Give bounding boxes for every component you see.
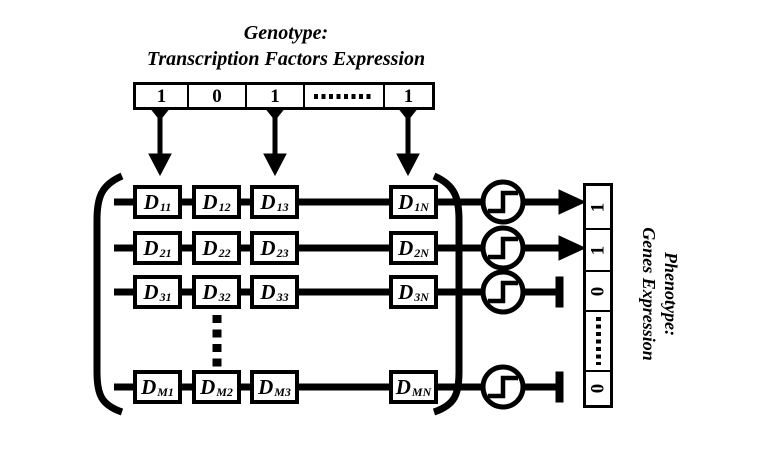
row-m-wiring — [114, 364, 564, 410]
phenotype-vector: 1 1 0 0 — [583, 183, 613, 408]
row-2-wiring — [114, 225, 587, 271]
genotype-cell-3: 1 — [245, 85, 303, 107]
d-subscript: 12 — [218, 199, 231, 214]
genotype-cell-2: 0 — [187, 85, 245, 107]
phenotype-cell-2: 1 — [586, 228, 610, 270]
row-1-wiring — [114, 179, 587, 225]
d-subscript: 22 — [218, 245, 231, 260]
genotype-cell-ellipsis — [303, 85, 383, 107]
step-function-icon — [488, 375, 518, 399]
genotype-title-line1: Genotype: — [243, 22, 329, 44]
d-subscript: 3N — [414, 289, 429, 304]
matrix-right-paren — [432, 172, 463, 416]
d-letter: D — [260, 279, 276, 304]
vertical-ellipsis-icon — [595, 317, 601, 365]
d-subscript: 21 — [159, 245, 172, 260]
d-letter: D — [202, 189, 218, 214]
d-letter: D — [260, 235, 276, 260]
phenotype-cell-value: 0 — [587, 383, 609, 394]
d-subscript: 23 — [276, 245, 289, 260]
activation-arrow-icon — [558, 189, 587, 215]
d-letter: D — [260, 189, 276, 214]
step-function-icon — [488, 280, 518, 304]
d-letter: D — [143, 189, 159, 214]
inhibition-tbar-icon — [555, 371, 564, 403]
d-subscript: 33 — [276, 289, 289, 304]
d-subscript: 11 — [159, 199, 172, 214]
d-subscript: M1 — [157, 384, 174, 399]
phenotype-cell-1: 1 — [586, 186, 610, 228]
phenotype-cell-value: 1 — [587, 245, 609, 255]
d-subscript: M3 — [274, 384, 291, 399]
d-subscript: M2 — [216, 384, 233, 399]
genotype-cell-value: 1 — [156, 85, 167, 107]
d-subscript: 1N — [414, 199, 429, 214]
d-letter: D — [202, 235, 218, 260]
genotype-vector: 1 0 1 1 — [133, 82, 435, 110]
down-arrow-2 — [263, 109, 287, 177]
step-function-icon — [488, 236, 518, 260]
phenotype-label: Phenotype: Genes Expression — [638, 174, 682, 414]
genotype-cell-value: 1 — [270, 85, 280, 107]
step-function-icon — [488, 190, 518, 214]
d-letter: D — [398, 235, 414, 260]
d-letter: D — [258, 374, 274, 399]
d-letter: D — [143, 235, 159, 260]
genotype-cell-value: 1 — [403, 85, 414, 107]
d-subscript: 32 — [218, 289, 231, 304]
down-arrow-1 — [148, 109, 172, 177]
matrix-left-paren — [93, 172, 124, 416]
row-3-wiring — [114, 269, 564, 315]
d-subscript: MN — [411, 384, 432, 399]
d-letter: D — [200, 374, 216, 399]
d-letter: D — [202, 279, 218, 304]
genotype-cell-value: 0 — [212, 85, 222, 107]
phenotype-cell-3: 0 — [586, 270, 610, 310]
activation-arrow-icon — [558, 235, 587, 261]
d-letter: D — [398, 189, 414, 214]
phenotype-cell-m: 0 — [586, 370, 610, 405]
d-subscript: 13 — [276, 199, 289, 214]
d-letter: D — [141, 374, 157, 399]
phenotype-cell-value: 1 — [587, 202, 609, 212]
genotype-cell-n: 1 — [383, 85, 432, 107]
inhibition-tbar-icon — [555, 276, 564, 308]
genotype-title-line2: Transcription Factors Expression — [146, 48, 426, 70]
genotype-title: Genotype: Transcription Factors Expressi… — [54, 20, 518, 72]
phenotype-label-line1: Phenotype: — [661, 252, 681, 336]
down-arrow-3 — [396, 109, 420, 177]
genotype-cell-1: 1 — [136, 85, 187, 107]
horizontal-ellipsis-icon — [314, 93, 374, 99]
phenotype-cell-ellipsis — [586, 310, 610, 370]
phenotype-label-line2: Genes Expression — [639, 227, 659, 361]
phenotype-cell-value: 0 — [587, 286, 609, 296]
d-letter: D — [395, 374, 411, 399]
d-letter: D — [398, 279, 414, 304]
d-subscript: 31 — [159, 289, 172, 304]
d-letter: D — [143, 279, 159, 304]
d-subscript: 2N — [414, 245, 429, 260]
